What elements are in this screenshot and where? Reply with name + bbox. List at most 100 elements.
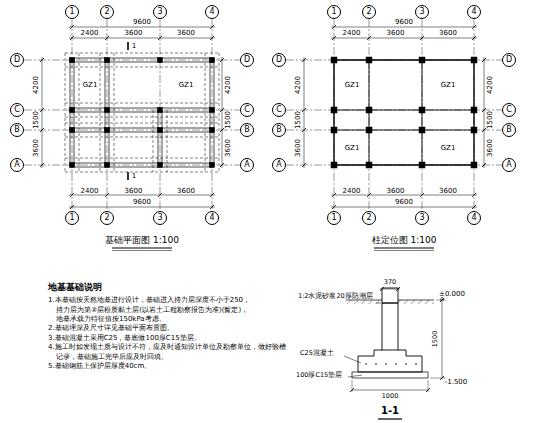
column-square	[419, 107, 425, 113]
drawing-title: 基础平面图 1:100	[105, 235, 179, 245]
dimension-text: 3600	[32, 139, 40, 157]
axis-line	[422, 19, 423, 211]
axis-line	[72, 19, 73, 211]
axis-label: 2	[104, 8, 109, 16]
axis-bubble: D	[10, 53, 24, 67]
axis-label: 1	[69, 8, 74, 16]
dimension-tick	[220, 108, 224, 112]
dimension-text: 3600	[177, 187, 195, 195]
wall-line	[70, 167, 214, 168]
dimension-tick	[482, 108, 486, 112]
column-square	[70, 163, 75, 168]
axis-label: 1	[331, 8, 336, 16]
column-square	[105, 58, 110, 63]
axis-label: A	[14, 161, 19, 169]
footing-edge	[65, 67, 219, 68]
axis-bubble: 1	[327, 211, 341, 225]
dimension-text: 1500	[32, 111, 40, 129]
dimension-tick	[482, 128, 486, 132]
dimension-tick	[70, 205, 74, 209]
column-square	[331, 107, 337, 113]
axis-label: 3	[419, 8, 424, 16]
notes-block: 地基基础说明1.本基础按天然地基进行设计，基础进入持力层深度不小于250，持力层…	[48, 281, 288, 372]
axis-bubble: 4	[467, 211, 481, 225]
dimension-text: 2400	[343, 187, 361, 195]
footing-edge	[65, 158, 219, 159]
axis-bubble: 3	[415, 211, 429, 225]
wall-line	[70, 58, 214, 59]
dimension-tick	[70, 25, 74, 29]
note-line: 地基承载力特征值按150kPa考虑。	[48, 315, 288, 324]
axis-bubble: A	[10, 158, 24, 172]
dimension-text: 1500	[486, 111, 494, 129]
axis-line	[24, 165, 240, 166]
axis-label: 4	[209, 214, 214, 222]
axis-line	[107, 19, 108, 211]
footing-edge	[65, 103, 219, 104]
axis-bubble: 4	[205, 211, 219, 225]
footing-edge	[100, 53, 101, 172]
column-square	[158, 128, 163, 133]
beam-line	[334, 130, 474, 131]
axis-bubble: C	[272, 103, 286, 117]
leader-line	[376, 303, 381, 304]
level-text: -1.500	[445, 378, 468, 386]
axis-bubble: 1	[327, 5, 341, 19]
axis-label: D	[506, 56, 512, 64]
axis-label: 2	[104, 214, 109, 222]
axis-label: B	[276, 126, 282, 134]
dimension-text: 3600	[439, 187, 457, 195]
title-underline	[112, 250, 172, 251]
column-square	[331, 127, 337, 133]
dimension-text: 1500	[294, 111, 302, 129]
axis-bubble: 3	[153, 5, 167, 19]
dimension-line	[442, 300, 443, 378]
notes-heading: 地基基础说明	[48, 281, 288, 293]
dimension-line	[69, 38, 215, 39]
axis-line	[286, 60, 502, 61]
axis-label: B	[506, 126, 512, 134]
axis-bubble: 4	[205, 5, 219, 19]
column-square	[158, 58, 163, 63]
axis-bubble: A	[240, 158, 254, 172]
footing-edge	[114, 53, 115, 172]
concrete-dot	[405, 363, 407, 365]
dimension-tick	[302, 58, 306, 62]
axis-line	[24, 110, 240, 111]
axis-label: A	[244, 161, 249, 169]
dimension-text: 2400	[81, 29, 99, 37]
column-square	[366, 57, 372, 63]
soil-hatch	[398, 300, 434, 304]
dimension-text: 3600	[439, 29, 457, 37]
dimension-tick	[472, 36, 476, 40]
wall-line	[70, 128, 214, 129]
column-square	[105, 128, 110, 133]
axis-label: 2	[366, 8, 371, 16]
section-title: 1-1	[381, 405, 399, 417]
wall-line	[70, 132, 214, 133]
axis-bubble: 3	[415, 5, 429, 19]
dimension-text: 4200	[294, 76, 302, 94]
axis-label: C	[244, 106, 250, 114]
dimension-text: 9600	[133, 18, 151, 26]
beam-line	[334, 164, 474, 165]
column-tag: GZ1	[345, 81, 360, 89]
axis-bubble: B	[502, 123, 516, 137]
column-square	[70, 128, 75, 133]
beam-line	[334, 110, 474, 111]
wall-line	[158, 110, 159, 165]
axis-bubble: 2	[100, 211, 114, 225]
drawing-title: 柱定位图 1:100	[372, 235, 437, 245]
axis-label: 1	[69, 214, 74, 222]
axis-bubble: 4	[467, 5, 481, 19]
axis-bubble: B	[10, 123, 24, 137]
footing-edge	[205, 53, 206, 172]
dimension-tick	[482, 163, 486, 167]
dimension-tick	[472, 193, 476, 197]
note-line: 4.施工时如发现土质与设计不符，应及时通知设计单位及勘察单位，做好验槽记录，基础…	[48, 343, 288, 362]
axis-label: C	[14, 106, 20, 114]
dimension-text: 2400	[343, 29, 361, 37]
dimension-line	[380, 289, 400, 290]
column-square	[158, 108, 163, 113]
note-line: 3.基础混凝土采用C25，基底做100厚C15垫层。	[48, 334, 288, 343]
